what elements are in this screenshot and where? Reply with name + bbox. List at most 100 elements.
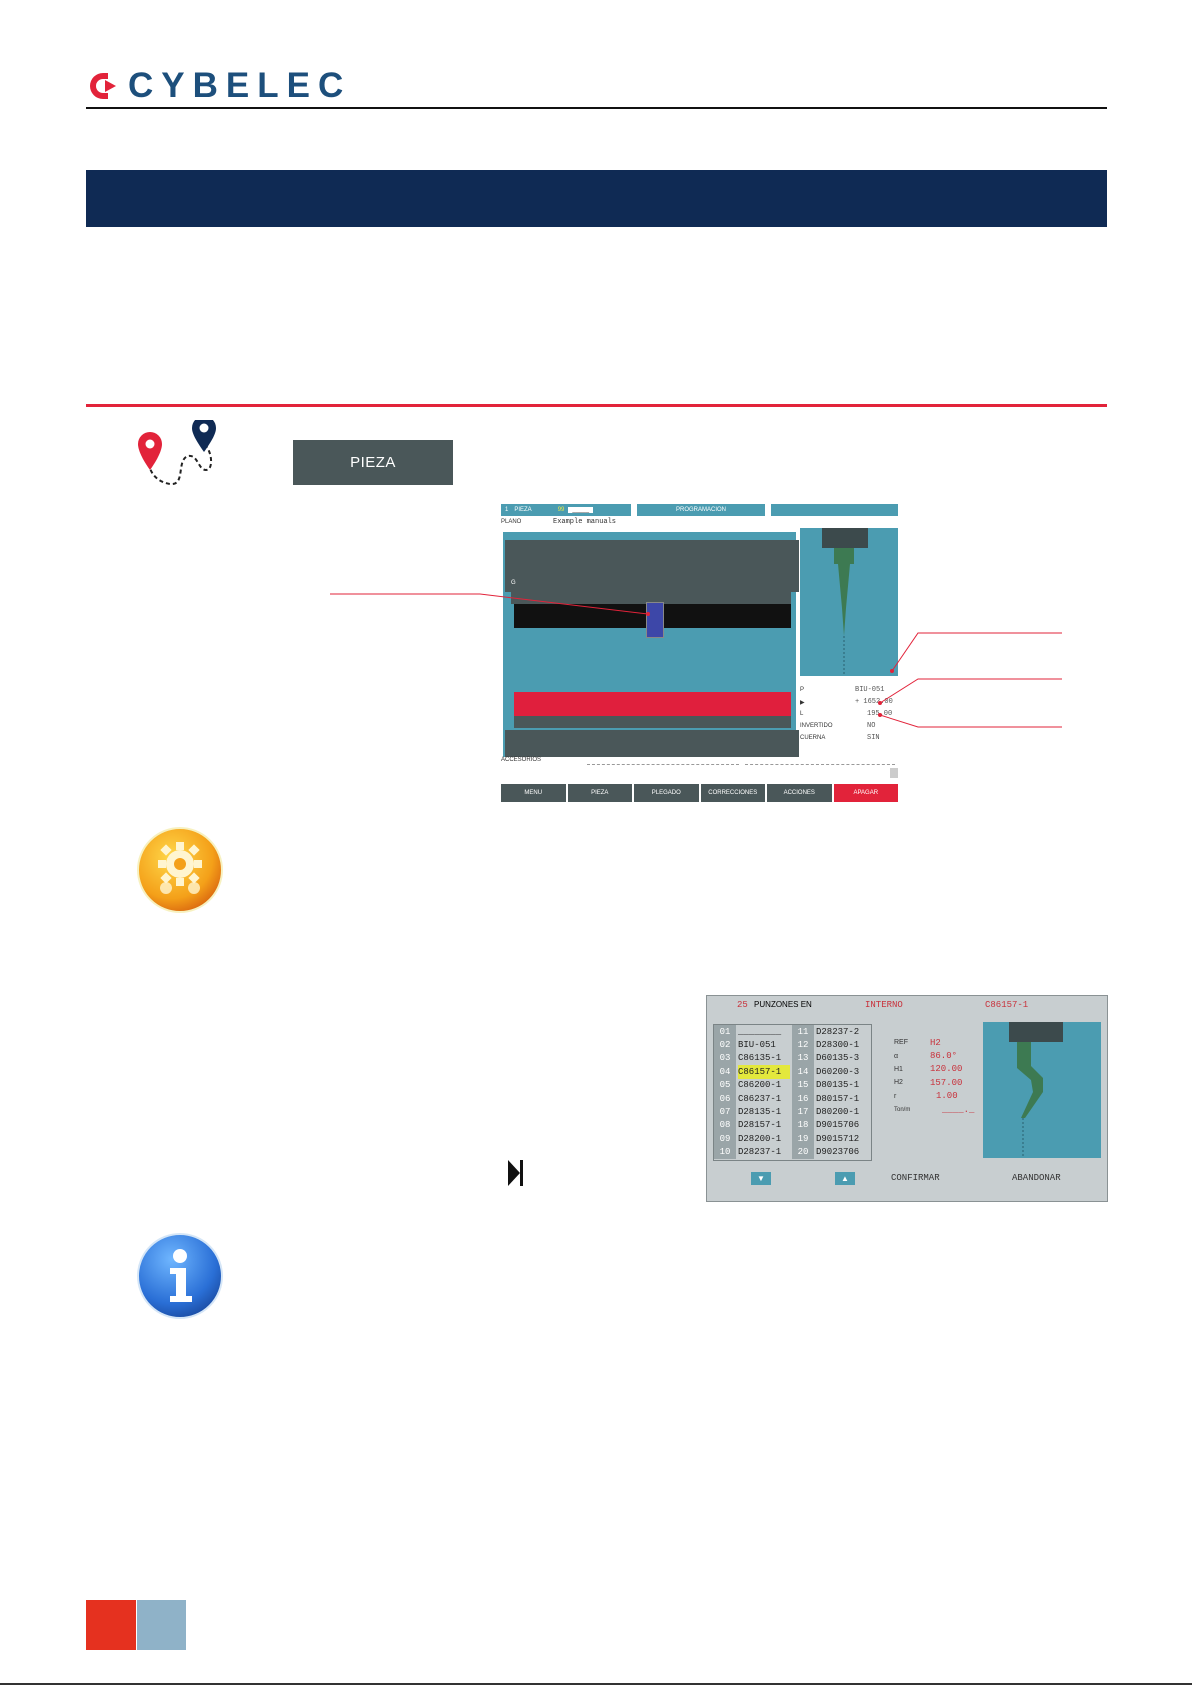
- list-item[interactable]: D80157-1: [816, 1093, 860, 1104]
- brand-logo: CYBELEC: [86, 66, 352, 105]
- list-item[interactable]: D28237-1: [738, 1147, 782, 1158]
- prop-value: 1.00: [936, 1091, 958, 1102]
- tool-list[interactable]: 01 02 03 04 05 06 07 08 09 10 ________ B…: [713, 1024, 872, 1161]
- accessories-label: ACCESORIOS: [501, 757, 542, 763]
- list-num: 07: [714, 1105, 736, 1119]
- info-value: NO: [867, 722, 876, 730]
- list-item[interactable]: D28300-1: [816, 1040, 860, 1051]
- tool-preview: [800, 528, 898, 676]
- cancel-button[interactable]: ABANDONAR: [1012, 1173, 1061, 1183]
- list-num: 03: [714, 1051, 736, 1066]
- info-row-position: ▶+ 1652.00: [800, 696, 898, 708]
- fkey-apagar[interactable]: APAGAR: [833, 784, 898, 802]
- bending-view[interactable]: G: [503, 532, 799, 757]
- list-item[interactable]: D9015706: [816, 1120, 860, 1131]
- topbar-section[interactable]: PROGRAMACION: [637, 504, 765, 516]
- tool-col-right: D28237-2 D28300-1 D60135-3 D60200-3 D801…: [816, 1025, 870, 1159]
- list-num: 16: [792, 1091, 814, 1106]
- step-forward-icon: [508, 1160, 523, 1186]
- list-item[interactable]: C86200-1: [738, 1080, 782, 1091]
- prop-label: REF: [894, 1039, 908, 1047]
- list-item[interactable]: D9023706: [816, 1147, 860, 1158]
- list-num: 11: [792, 1025, 814, 1039]
- info-row-invertido: INVERTIDO NO: [800, 720, 898, 732]
- list-item[interactable]: D28200-1: [738, 1133, 782, 1144]
- scroll-up-button[interactable]: ▲: [835, 1172, 855, 1185]
- fkey-acciones[interactable]: ACCIONES: [767, 784, 832, 802]
- accessories-field-2[interactable]: [745, 764, 895, 765]
- prop-value[interactable]: ____._: [942, 1104, 975, 1115]
- list-item[interactable]: ________: [738, 1026, 782, 1037]
- fkey-menu[interactable]: MENU: [501, 784, 566, 802]
- function-keys: MENU PIEZA PLEGADO CORRECCIONES ACCIONES…: [501, 784, 898, 802]
- topbar-pieza[interactable]: 1 PIEZA 99 _____: [501, 504, 631, 516]
- list-item[interactable]: D60200-3: [816, 1066, 860, 1077]
- info-label: L: [800, 711, 804, 717]
- list-item[interactable]: D28157-1: [738, 1120, 782, 1131]
- footer-rule: [0, 1683, 1192, 1685]
- plano-value: Example manuals: [553, 518, 617, 526]
- list-num: 13: [792, 1051, 814, 1066]
- tool-col-right-nums: 11 12 13 14 15 16 17 18 19 20: [792, 1025, 814, 1159]
- list-item[interactable]: D80135-1: [816, 1080, 860, 1091]
- brand-name: CYBELEC: [128, 66, 352, 105]
- tool-location: INTERNO: [865, 1000, 903, 1010]
- list-item[interactable]: D9015712: [816, 1133, 860, 1144]
- list-num: 02: [714, 1038, 736, 1052]
- prop-value: H2: [930, 1037, 941, 1048]
- accessories-field-1[interactable]: [587, 764, 739, 765]
- info-label: INVERTIDO: [800, 723, 833, 729]
- punch-tool[interactable]: [646, 602, 664, 638]
- prop-value: 157.00: [930, 1077, 963, 1088]
- list-item[interactable]: D80200-1: [816, 1107, 860, 1118]
- info-label: CUERNA: [800, 735, 826, 741]
- prop-value: 120.00: [930, 1064, 963, 1075]
- tool-count: 25: [737, 1000, 748, 1010]
- list-num: 14: [792, 1065, 814, 1079]
- upper-tool: [511, 592, 791, 604]
- info-icon: [137, 1233, 223, 1319]
- topbar-blank: [771, 504, 898, 516]
- tool-col-left-nums: 01 02 03 04 05 06 07 08 09 10: [714, 1025, 736, 1159]
- info-value: + 1652.00: [855, 698, 893, 706]
- gooseneck-punch-icon: [1009, 1022, 1063, 1158]
- callout-line-punch: [330, 593, 650, 616]
- list-item[interactable]: C86135-1: [738, 1053, 782, 1064]
- info-value: SIN: [867, 734, 880, 742]
- tool-selected: C86157-1: [985, 1000, 1029, 1010]
- info-label: P: [800, 687, 805, 693]
- main-screen: 1 PIEZA 99 _____ PROGRAMACION PLANO Exam…: [501, 504, 898, 802]
- tool-table-screen: 25 PUNZONES EN INTERNO C86157-1 01 02 03…: [706, 995, 1108, 1202]
- prop-label: H1: [894, 1065, 903, 1073]
- pieza-button[interactable]: PIEZA: [293, 440, 453, 485]
- scrollbar[interactable]: [890, 768, 898, 778]
- list-num: 19: [792, 1132, 814, 1146]
- tool-profile-preview: [983, 1022, 1101, 1158]
- screen-topbar: 1 PIEZA 99 _____ PROGRAMACION: [501, 504, 898, 516]
- list-num: 18: [792, 1118, 814, 1133]
- prop-label: α: [894, 1052, 899, 1060]
- list-item-selected[interactable]: C86157-1: [738, 1065, 790, 1079]
- fkey-plegado[interactable]: PLEGADO: [634, 784, 699, 802]
- list-item[interactable]: C86237-1: [738, 1093, 782, 1104]
- prop-label: Ton/m: [894, 1106, 911, 1113]
- fkey-correcciones[interactable]: CORRECCIONES: [700, 784, 765, 802]
- punch-profile-icon: [822, 528, 868, 676]
- scroll-down-button[interactable]: ▼: [751, 1172, 771, 1185]
- prop-label: H2: [894, 1079, 903, 1087]
- info-row-cuerna: CUERNA SIN: [800, 732, 898, 744]
- prop-label: r: [894, 1092, 897, 1100]
- list-item[interactable]: BIU-051: [738, 1040, 776, 1051]
- topbar-count: 99: [557, 507, 565, 513]
- fkey-pieza[interactable]: PIEZA: [567, 784, 632, 802]
- lower-die[interactable]: [514, 692, 791, 716]
- tool-col-left: ________ BIU-051 C86135-1 C86157-1 C8620…: [738, 1025, 790, 1159]
- list-item[interactable]: D60135-3: [816, 1053, 860, 1064]
- list-item[interactable]: D28237-2: [816, 1026, 860, 1037]
- list-num: 05: [714, 1078, 736, 1092]
- list-item[interactable]: D28135-1: [738, 1107, 782, 1118]
- confirm-button[interactable]: CONFIRMAR: [891, 1173, 940, 1183]
- topbar-num: 1: [505, 507, 509, 513]
- footer-block-blue: [137, 1600, 186, 1650]
